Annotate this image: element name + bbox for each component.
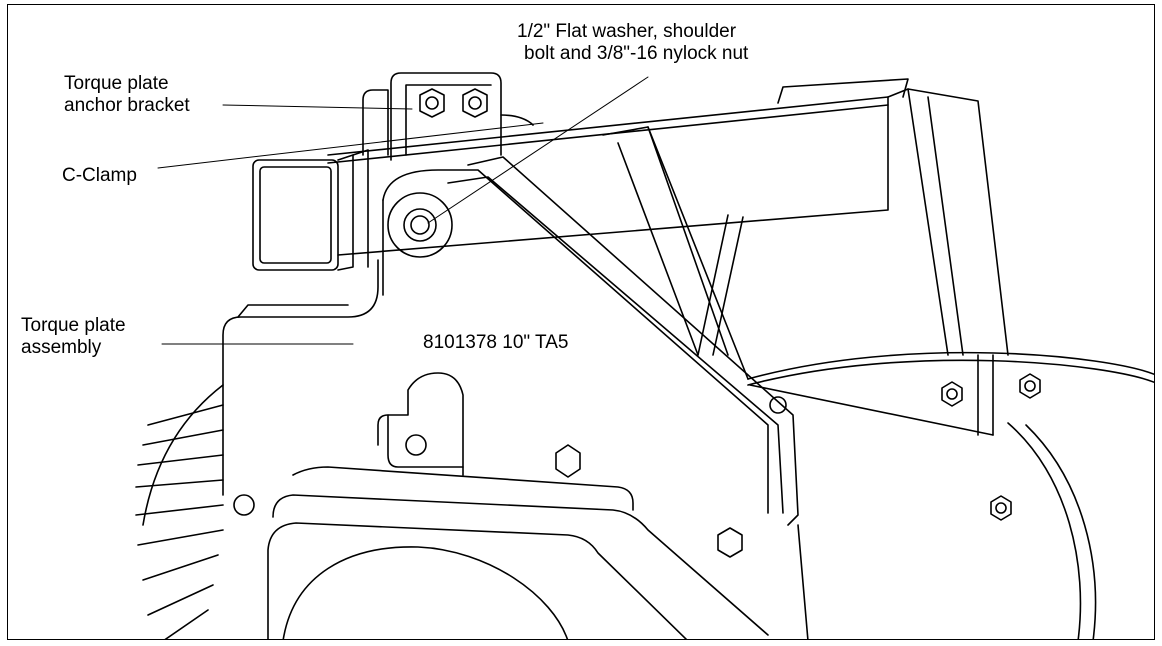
plate-assembly-label-line2: assembly bbox=[21, 337, 102, 358]
torque-arm bbox=[382, 156, 799, 526]
hub-housing bbox=[747, 351, 1154, 639]
mechanical-drawing bbox=[135, 72, 1154, 639]
anchor-bracket-label-line1: Torque plate bbox=[64, 73, 169, 94]
frame-tube bbox=[327, 78, 1009, 356]
part-number-label: 8101378 10" TA5 bbox=[423, 332, 569, 354]
washer-label-line1: 1/2" Flat washer, shoulder bbox=[517, 21, 737, 42]
plate-assembly-label-line1: Torque plate bbox=[21, 315, 126, 336]
motor-body bbox=[135, 384, 809, 639]
part-number-text: 8101378 10" TA5 bbox=[423, 332, 569, 353]
c-clamp-label-text: C-Clamp bbox=[62, 165, 137, 186]
anchor-bracket-label-line2: anchor bracket bbox=[64, 95, 190, 116]
c-clamp-label: C-Clamp bbox=[62, 165, 137, 187]
torque-plate bbox=[222, 259, 1041, 558]
washer-label-line2: bolt and 3/8"-16 nylock nut bbox=[524, 43, 749, 64]
anchor-bracket bbox=[362, 72, 534, 161]
anchor-bracket-label: Torque plate anchor bracket bbox=[64, 73, 190, 117]
washer-label: 1/2" Flat washer, shoulder bolt and 3/8"… bbox=[517, 21, 748, 65]
leader-lines bbox=[157, 76, 649, 345]
support-legs bbox=[602, 126, 749, 380]
figure-frame: Torque plate anchor bracket C-Clamp 1/2"… bbox=[7, 4, 1155, 640]
square-tube-end bbox=[252, 149, 369, 271]
plate-assembly-label: Torque plate assembly bbox=[21, 315, 126, 359]
